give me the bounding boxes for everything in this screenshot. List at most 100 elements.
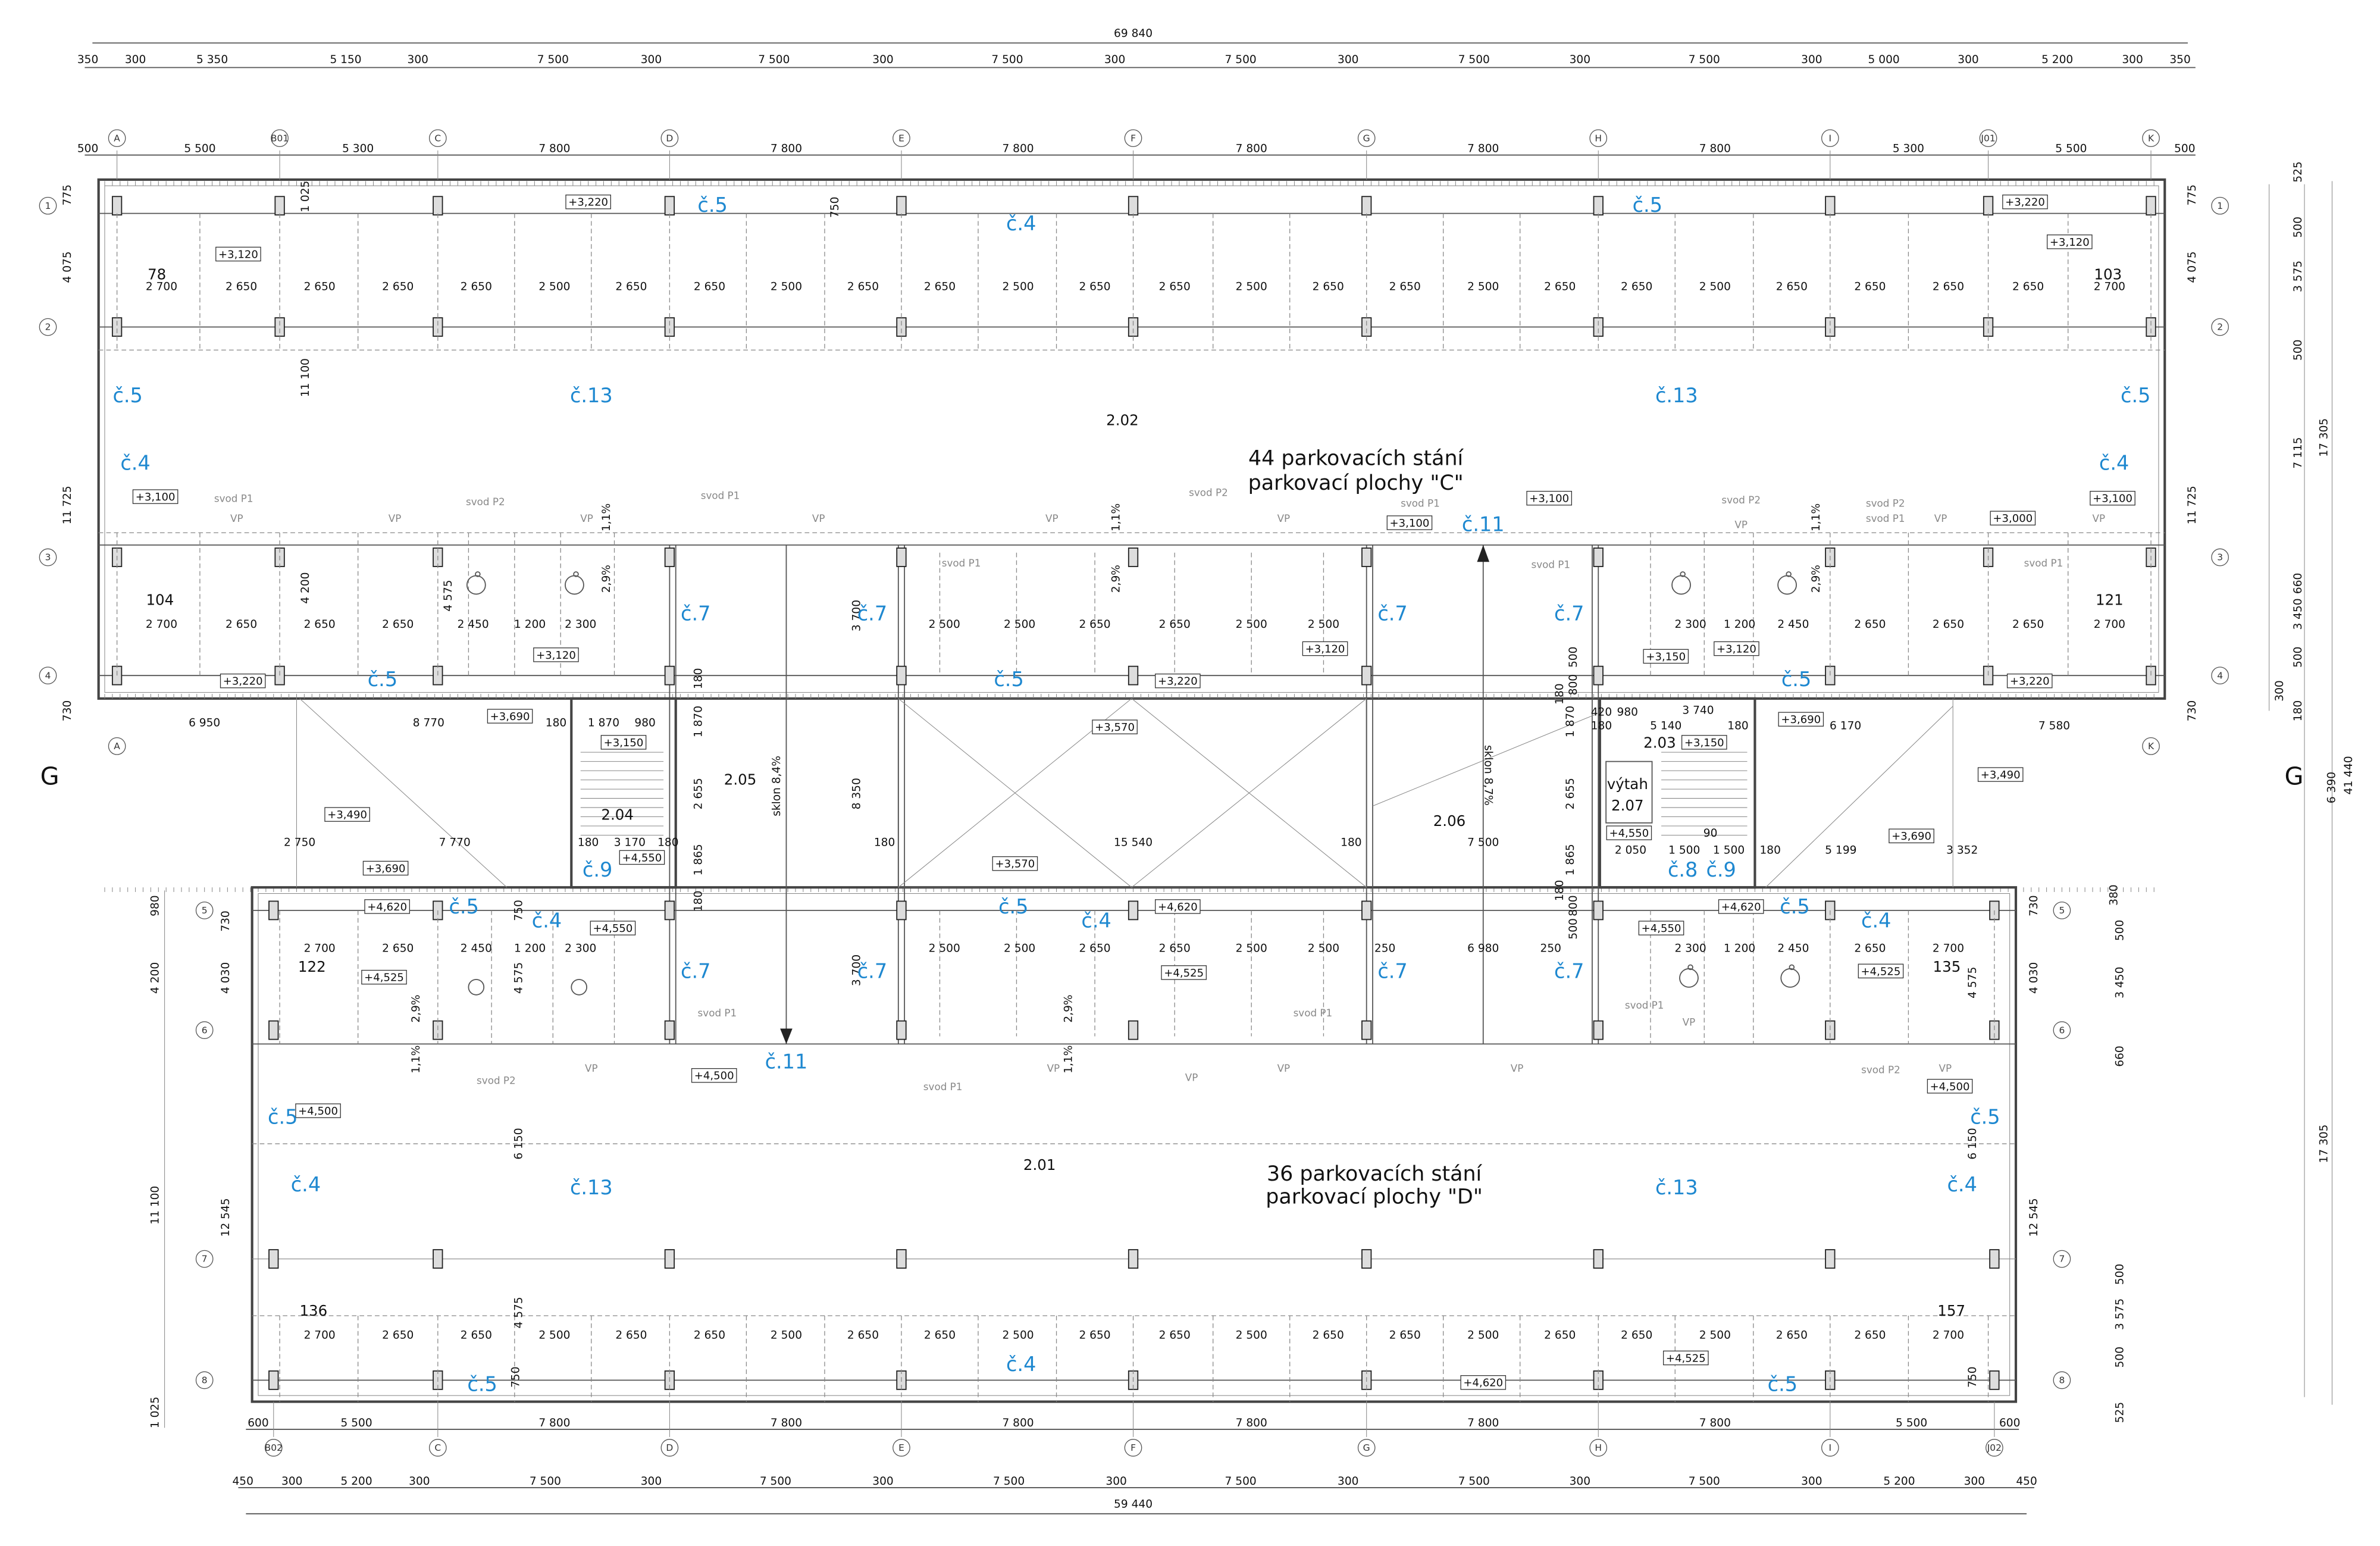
- bottom-dims-label: 5 200: [341, 1475, 372, 1488]
- detail-tag: č.7: [681, 959, 710, 982]
- grid-dims-bottom-label: 5 500: [1896, 1417, 1927, 1429]
- spots-row1-label: 2 650: [304, 281, 336, 293]
- vert-dims-label: 800: [1567, 674, 1580, 695]
- vert-dims-label: 730: [61, 700, 74, 721]
- column: [1128, 1020, 1139, 1040]
- detail-tag: č.13: [570, 1176, 613, 1199]
- column: [1989, 1370, 2000, 1390]
- spots-row5-label: 1 200: [1724, 943, 1755, 955]
- grid-dims-top-label: 5 300: [342, 142, 374, 155]
- column: [1593, 196, 1604, 216]
- mid-dims-label: 1 500: [1668, 844, 1700, 856]
- axis-bubble: [1821, 1439, 1839, 1457]
- vert-dims-label: 730: [2028, 895, 2040, 916]
- mid-dims-label: 2 750: [284, 837, 315, 849]
- vert-dims-label: 17 305: [2318, 418, 2331, 457]
- axis-bubble: [2211, 318, 2229, 336]
- elevation-box: [132, 489, 178, 504]
- spots-row3-label: 2 700: [146, 618, 177, 631]
- grid-axis-label: J01: [1980, 133, 1995, 143]
- grid-dims-bottom-label: 7 800: [1699, 1417, 1731, 1429]
- axis-bubble: [2053, 902, 2071, 919]
- spots-row8-label: 2 500: [771, 1329, 802, 1342]
- mid-dims-label: 3 170: [614, 837, 646, 849]
- column: [111, 196, 123, 216]
- vert-dims-label: 4 575: [513, 962, 525, 994]
- spots-row5-label: 2 500: [1308, 943, 1339, 955]
- grid-dims-top-label: 7 800: [1002, 142, 1034, 155]
- elevation-box: [1155, 899, 1201, 914]
- bottom-dims-label: 7 500: [760, 1475, 791, 1488]
- axis-bubble: [2211, 196, 2229, 215]
- detail-tag: č.4: [1006, 1353, 1036, 1376]
- spots-row1-label: 2 650: [1544, 281, 1576, 293]
- spots-row5-label: 2 700: [1933, 943, 1964, 955]
- column: [2146, 317, 2156, 337]
- vert-dims-label: 500: [2292, 217, 2304, 237]
- axis-bubble: [660, 129, 679, 148]
- detail-tag: č.4: [1081, 909, 1111, 932]
- axis-bubble: [39, 548, 57, 567]
- spots-row3-label: 2 450: [458, 618, 489, 631]
- drainage-note: svod P2: [477, 1074, 516, 1086]
- vert-dims-label: 775: [2186, 184, 2199, 205]
- detail-tag: č.5: [1768, 1372, 1797, 1395]
- elevation-marker: +4,500: [694, 1070, 734, 1082]
- vert-dims-label: 8 350: [850, 778, 863, 809]
- spots-row1-label: 2 650: [382, 281, 414, 293]
- spots-row3-label: 2 450: [1777, 618, 1809, 631]
- room-number: 2.06: [1433, 812, 1466, 830]
- detail-tag: č.7: [857, 602, 887, 625]
- column: [268, 1020, 279, 1040]
- vert-dims-label: 300: [2273, 680, 2286, 701]
- elevation-box: [1714, 641, 1759, 656]
- grid-axis-label: D: [666, 1442, 673, 1453]
- column: [1593, 900, 1604, 921]
- column: [274, 317, 285, 337]
- column: [111, 317, 123, 337]
- drainage-note: VP: [1277, 512, 1291, 524]
- grid-axis-label: G: [1363, 133, 1370, 143]
- elevation-marker: +3,120: [218, 248, 258, 261]
- vert-dims-label: 500: [1567, 918, 1580, 939]
- elevation-box: [533, 647, 579, 662]
- vert-dims-label: 750: [1966, 1366, 1979, 1387]
- axis-bubble: [1357, 129, 1376, 148]
- spots-row5-label: 2 300: [565, 943, 596, 955]
- ramp-left-slope: sklon 8,4%: [771, 756, 783, 816]
- mid-dims-label: 250: [1540, 943, 1561, 955]
- elevation-box: [1681, 735, 1727, 750]
- axis-bubble: [1124, 1439, 1142, 1457]
- vert-dims-label: 2,9%: [600, 565, 613, 593]
- vert-dims-label: 1 870: [1564, 706, 1577, 737]
- spots-row1-label: 2 650: [2012, 281, 2044, 293]
- elevation-box: [487, 709, 533, 724]
- vert-dims-label: 1,1%: [1110, 503, 1122, 531]
- spots-row1-label: 2 650: [847, 281, 879, 293]
- elevation-box: [1977, 767, 2024, 782]
- grid-dims-top-label: 5 500: [184, 142, 215, 155]
- spots-row3-label: 2 500: [929, 618, 960, 631]
- elevation-marker: +4,500: [298, 1105, 338, 1118]
- column: [1593, 1020, 1604, 1040]
- detail-tag: č.11: [765, 1050, 808, 1074]
- mid-dims-label: 1 500: [1713, 844, 1745, 856]
- bottom-dims-label: 300: [281, 1475, 302, 1488]
- spots-row1-label: 2 500: [771, 281, 802, 293]
- drainage-note: VP: [812, 512, 825, 524]
- stair-core-right: [1598, 697, 1756, 889]
- drainage-note: VP: [1277, 1062, 1291, 1074]
- elevation-box: [1858, 963, 1904, 979]
- spots-row5-label: 2 500: [929, 943, 960, 955]
- elevation-marker: +3,100: [1390, 517, 1430, 530]
- bottom-dims-label: 300: [1106, 1475, 1126, 1488]
- spots-row5-label: 2 450: [461, 943, 492, 955]
- spots-row5-label: 2 300: [1674, 943, 1706, 955]
- vert-dims-label: 1,1%: [600, 503, 613, 531]
- elevation-marker: +3,120: [1305, 643, 1345, 655]
- elevation-box: [295, 1103, 341, 1118]
- vert-dims-label: 2,9%: [1810, 565, 1822, 593]
- spots-row3-label: 1 200: [514, 618, 546, 631]
- elevation-box: [600, 735, 647, 750]
- elevation-marker: +3,100: [136, 491, 176, 503]
